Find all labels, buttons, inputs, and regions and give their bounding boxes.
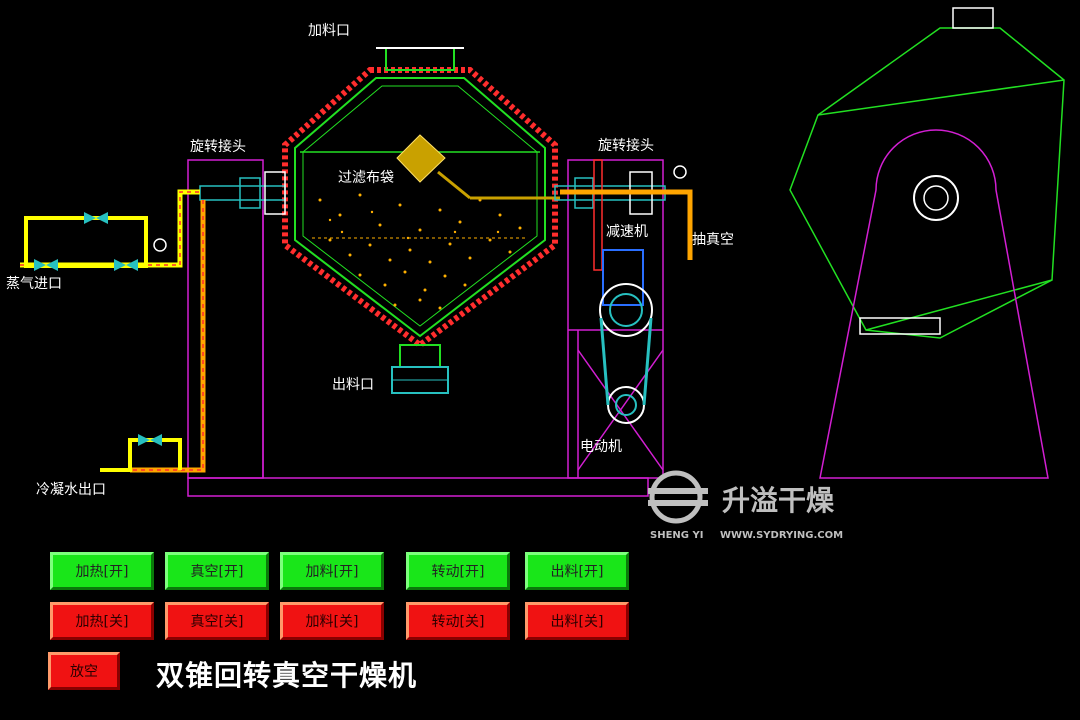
feed-off-button[interactable]: 加料[关]: [280, 602, 384, 640]
brand-logo: [648, 470, 708, 524]
side-view: [789, 7, 1065, 479]
double-cone-vessel: [282, 47, 558, 394]
material-particles: [318, 193, 522, 310]
motor-label: 电动机: [580, 439, 622, 455]
valves: [34, 212, 167, 446]
vacuum-on-button[interactable]: 真空[开]: [165, 552, 269, 590]
steam-piping: [20, 189, 693, 473]
discharge-outlet-label: 出料口: [332, 377, 374, 393]
rotate-on-button[interactable]: 转动[开]: [406, 552, 510, 590]
page-title: 双锥回转真空干燥机: [156, 659, 418, 692]
support-frame: [187, 159, 664, 497]
brand-name-en: SHENG YI: [650, 530, 704, 541]
heat-on-button[interactable]: 加热[开]: [50, 552, 154, 590]
vacuum-label: 抽真空: [692, 232, 734, 248]
steam-inlet-label: 蒸气进口: [6, 276, 62, 292]
feed-inlet-label: 加料口: [308, 23, 350, 39]
rotate-off-button[interactable]: 转动[关]: [406, 602, 510, 640]
left-rotary-joint: [199, 171, 286, 215]
filter-bag-shape: [396, 134, 560, 200]
brand-name-cn: 升溢干燥: [722, 484, 835, 517]
right-rotary-joint: [554, 159, 687, 271]
brand-url: WWW.SYDRYING.COM: [720, 530, 844, 541]
discharge-on-button[interactable]: 出料[开]: [525, 552, 629, 590]
discharge-off-button[interactable]: 出料[关]: [525, 602, 629, 640]
filter-bag-label: 过滤布袋: [338, 170, 394, 186]
vacuum-off-button[interactable]: 真空[关]: [165, 602, 269, 640]
condensate-outlet-label: 冷凝水出口: [36, 482, 106, 498]
feed-on-button[interactable]: 加料[开]: [280, 552, 384, 590]
rotary-joint-left-label: 旋转接头: [190, 139, 246, 155]
heat-off-button[interactable]: 加热[关]: [50, 602, 154, 640]
vent-button[interactable]: 放空: [48, 652, 120, 690]
reducer-label: 减速机: [606, 224, 648, 240]
rotary-joint-right-label: 旋转接头: [598, 138, 654, 154]
drive-system: [599, 249, 653, 424]
